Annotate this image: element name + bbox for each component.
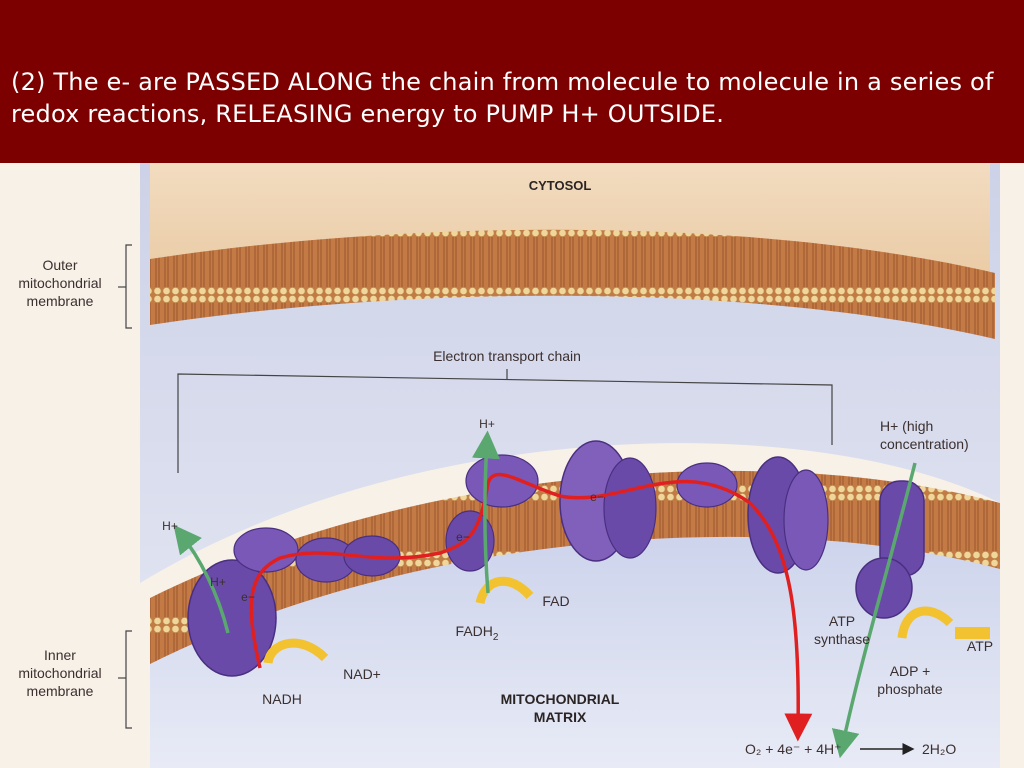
proton-path-3 — [831, 462, 917, 759]
inner-label-1: Inner — [44, 647, 76, 663]
fadh2-label: FADH2 — [456, 623, 499, 643]
adp-arrow — [897, 606, 954, 639]
atp-synthase-label-2: synthase — [814, 631, 870, 647]
etc-bracket — [177, 369, 833, 473]
adp-label-1: ADP + — [890, 663, 931, 679]
outer-bracket — [118, 244, 132, 329]
nadh-label: NADH — [262, 691, 302, 707]
atp-synthase-label-1: ATP — [829, 613, 855, 629]
etc-diagram-svg: CYTOSOL Outer mitochondrial membrane Inn… — [0, 163, 1024, 768]
proton-path-2 — [472, 430, 500, 594]
inner-label-3: membrane — [27, 683, 94, 699]
inner-label-2: mitochondrial — [18, 665, 101, 681]
outer-label-2: mitochondrial — [18, 275, 101, 291]
h-plus-label-2: H+ — [210, 575, 226, 589]
complex-iii — [559, 440, 657, 562]
complex-iv — [747, 456, 829, 574]
nad-plus-label: NAD+ — [343, 666, 381, 682]
cytosol-region — [150, 163, 990, 293]
etc-diagram: CYTOSOL Outer mitochondrial membrane Inn… — [0, 163, 1024, 768]
slide-header: (2) The e- are PASSED ALONG the chain fr… — [0, 0, 1024, 163]
matrix-label-2: MATRIX — [534, 709, 587, 725]
inner-bracket — [118, 630, 132, 729]
e-minus-label-3: e− — [590, 490, 604, 504]
outer-membrane — [150, 229, 995, 339]
fadh2-arrow — [475, 576, 534, 605]
h-high-label-1: H+ (high — [880, 418, 933, 434]
matrix-label-1: MITOCHONDRIAL — [501, 691, 620, 707]
h-high-label-2: concentration) — [880, 436, 969, 452]
equation-left: O₂ + 4e⁻ + 4H⁺ — [745, 741, 841, 757]
h-plus-label-1: H+ — [162, 519, 178, 533]
atp-synthase — [855, 480, 925, 619]
electron-path — [249, 472, 813, 742]
cytosol-label: CYTOSOL — [529, 178, 592, 193]
slide-heading: (2) The e- are PASSED ALONG the chain fr… — [11, 68, 994, 128]
atp-label: ATP — [967, 638, 993, 654]
equation-right: 2H₂O — [922, 741, 956, 757]
outer-label-1: Outer — [42, 257, 77, 273]
fadh2-subscript: 2 — [493, 632, 499, 643]
nadh-arrow — [263, 638, 329, 665]
e-minus-label-2: e− — [456, 530, 470, 544]
proton-path-1 — [173, 524, 230, 634]
e-minus-label-1: e− — [241, 590, 255, 604]
fad-label: FAD — [542, 593, 569, 609]
outer-label-3: membrane — [27, 293, 94, 309]
adp-label-2: phosphate — [877, 681, 943, 697]
etc-label: Electron transport chain — [433, 348, 581, 364]
fadh2-text: FADH — [456, 623, 493, 639]
h-plus-label-3: H+ — [479, 417, 495, 431]
